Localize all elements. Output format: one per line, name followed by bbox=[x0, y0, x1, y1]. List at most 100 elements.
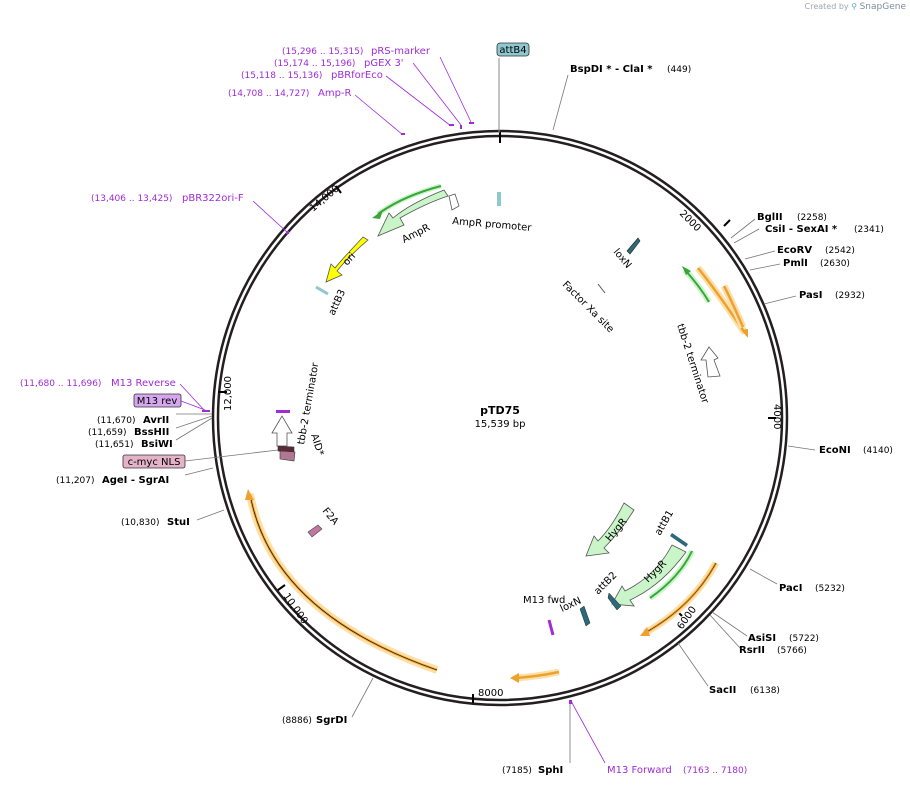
primer-name: M13 Forward bbox=[607, 765, 672, 776]
enzyme-name: BglII bbox=[757, 212, 783, 223]
tick-14000 bbox=[335, 185, 342, 194]
enzyme-pasi[interactable]: PasI (2932) bbox=[799, 290, 865, 301]
enzyme-sphi[interactable]: (7185) SphI bbox=[502, 765, 563, 776]
ori-label: ori bbox=[341, 251, 358, 268]
attb3-feature[interactable]: attB3 bbox=[315, 285, 348, 317]
attb4-mark bbox=[497, 192, 501, 206]
credit-text: Created by bbox=[804, 2, 849, 11]
primer-m13-reverse[interactable]: (11,680 .. 11,696) M13 Reverse bbox=[20, 378, 176, 389]
enzyme-name: StuI bbox=[167, 517, 190, 528]
center-title: pTD75 15,539 bp bbox=[475, 404, 526, 430]
enzyme-pos: (2258) bbox=[797, 213, 827, 223]
enzyme-agei-sgrai[interactable]: (11,207) AgeI - SgrAI bbox=[56, 475, 169, 486]
primer-pos: (15,174 .. 15,196) bbox=[274, 59, 355, 69]
enzyme-name: BsiWI bbox=[141, 439, 173, 450]
tick-marks bbox=[218, 132, 776, 703]
enzyme-name: CsiI - SexAI * bbox=[765, 224, 838, 235]
enzyme-name: AgeI - SgrAI bbox=[102, 475, 169, 486]
enzyme-rsrii[interactable]: RsrII (5766) bbox=[739, 645, 807, 656]
enzyme-ecorv[interactable]: EcoRV (2542) bbox=[777, 245, 855, 256]
tick-2000 bbox=[723, 219, 731, 227]
attb2-feature[interactable]: attB2 bbox=[592, 570, 622, 611]
enzyme-econi[interactable]: EcoNI (4140) bbox=[819, 445, 893, 456]
cmyc-nls-label: c-myc NLS bbox=[128, 457, 181, 468]
tick-label-8000: 8000 bbox=[478, 688, 503, 699]
primer-name: pGEX 3' bbox=[364, 58, 404, 69]
m13-rev-box[interactable]: M13 rev bbox=[133, 393, 206, 411]
enzyme-pos: (4140) bbox=[863, 446, 893, 456]
enzyme-name: EcoNI bbox=[819, 445, 851, 456]
attb4-feature[interactable]: attB4 bbox=[496, 42, 530, 206]
enzyme-name: SphI bbox=[538, 765, 563, 776]
ori-feature[interactable]: ori bbox=[325, 236, 369, 283]
enzyme-pos: (2542) bbox=[825, 246, 855, 256]
primer-pgex3[interactable]: (15,174 .. 15,196) pGEX 3' bbox=[274, 58, 404, 69]
enzyme-bsiwi[interactable]: (11,651) BsiWI bbox=[95, 439, 173, 450]
primer-pbr322ori-f[interactable]: (13,406 .. 13,425) pBR322ori-F bbox=[91, 193, 244, 204]
enzyme-name: BssHII bbox=[134, 427, 169, 438]
enzyme-pos: (8886) bbox=[282, 716, 312, 726]
ampr-gene[interactable]: AmpR bbox=[372, 183, 449, 246]
enzyme-asisi[interactable]: AsiSI (5722) bbox=[748, 633, 819, 644]
ampr-promoter[interactable]: AmpR promoter bbox=[448, 193, 533, 234]
attb2-label: attB2 bbox=[592, 570, 619, 597]
cmyc-nls-box[interactable]: c-myc NLS bbox=[122, 449, 279, 469]
enzyme-stui[interactable]: (10,830) StuI bbox=[121, 517, 190, 528]
enzyme-csii-sexai[interactable]: CsiI - SexAI * (2341) bbox=[765, 224, 884, 235]
f2a-label: F2A bbox=[320, 506, 341, 528]
enzyme-sacii[interactable]: SacII (6138) bbox=[709, 685, 780, 696]
factor-xa-site[interactable]: Factor Xa site bbox=[560, 279, 616, 335]
orf-right[interactable] bbox=[682, 265, 748, 338]
enzyme-avrii[interactable]: (11,670) AvrII bbox=[97, 415, 169, 426]
enzyme-pos: (11,207) bbox=[56, 476, 95, 486]
enzyme-pmli[interactable]: PmlI (2630) bbox=[783, 258, 850, 269]
primer-pos: (13,406 .. 13,425) bbox=[91, 194, 172, 204]
enzyme-pos: (11,659) bbox=[88, 428, 127, 438]
attb4-label: attB4 bbox=[499, 45, 526, 56]
enzyme-pos: (2630) bbox=[820, 259, 850, 269]
factor-xa-label: Factor Xa site bbox=[560, 279, 616, 335]
primer-pbrforeco[interactable]: (15,118 .. 15,136) pBRforEco bbox=[241, 70, 383, 81]
primer-name: Amp-R bbox=[318, 88, 352, 99]
enzyme-name: PmlI bbox=[783, 258, 808, 269]
snapgene-logo-icon: ⚲ bbox=[851, 2, 858, 11]
enzyme-pos: (10,830) bbox=[121, 518, 160, 528]
attb1-feature[interactable]: attB1 bbox=[653, 508, 688, 547]
enzyme-pos: (5766) bbox=[777, 646, 807, 656]
enzyme-paci[interactable]: PacI (5232) bbox=[779, 583, 845, 594]
orf-right-lower[interactable] bbox=[640, 561, 720, 637]
tbb2-right-label: tbb-2 terminator bbox=[674, 323, 710, 406]
loxn-top-feature[interactable]: loxN bbox=[611, 237, 641, 271]
enzyme-pos: (7185) bbox=[502, 766, 532, 776]
enzyme-bspdi-clai[interactable]: BspDI * - ClaI * (449) bbox=[570, 64, 691, 75]
tick-10000 bbox=[277, 584, 286, 591]
hygr-b-gene[interactable]: HygR bbox=[611, 544, 695, 607]
ampr-promoter-label: AmpR promoter bbox=[452, 216, 533, 234]
enzyme-leaders bbox=[175, 74, 816, 763]
tick-label-12000: 12,000 bbox=[223, 376, 234, 411]
orf-left-arc[interactable] bbox=[245, 489, 439, 674]
enzyme-bglii[interactable]: BglII (2258) bbox=[757, 212, 827, 223]
enzyme-sgrdi[interactable]: (8886) SgrDI bbox=[282, 715, 347, 726]
f2a-feature[interactable]: F2A bbox=[307, 506, 341, 538]
aid-label: AID* bbox=[308, 433, 325, 458]
enzyme-labels: BspDI * - ClaI * (449) BglII (2258) CsiI… bbox=[56, 64, 893, 776]
primer-name: M13 Reverse bbox=[111, 378, 176, 389]
enzyme-pos: (6138) bbox=[750, 686, 780, 696]
enzyme-name: BspDI * - ClaI * bbox=[570, 64, 653, 75]
attb3-label: attB3 bbox=[327, 288, 348, 317]
enzyme-pos: (5232) bbox=[815, 584, 845, 594]
enzyme-bsshii[interactable]: (11,659) BssHII bbox=[88, 427, 169, 438]
orf-bottom[interactable] bbox=[510, 668, 560, 683]
plasmid-length: 15,539 bp bbox=[475, 419, 526, 430]
primer-prs-marker[interactable]: (15,296 .. 15,315) pRS-marker bbox=[282, 46, 431, 57]
enzyme-name: SacII bbox=[709, 685, 736, 696]
m13-fwd-feature[interactable]: M13 fwd bbox=[523, 595, 565, 636]
primer-m13-forward[interactable]: M13 Forward (7163 .. 7180) bbox=[607, 765, 747, 776]
tbb2-terminator-right[interactable]: tbb-2 terminator bbox=[674, 323, 721, 406]
hygr-a-gene[interactable]: HygR bbox=[585, 502, 635, 557]
primer-labels: (15,296 .. 15,315) pRS-marker (15,174 ..… bbox=[20, 46, 747, 776]
enzyme-name: AsiSI bbox=[748, 633, 776, 644]
primer-amp-r[interactable]: (14,708 .. 14,727) Amp-R bbox=[228, 88, 352, 99]
